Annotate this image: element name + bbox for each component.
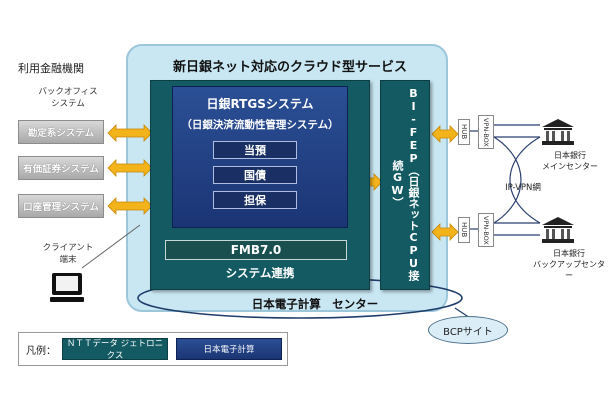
- computer-icon: [50, 273, 84, 302]
- backoffice-label: バックオフィス システム: [38, 87, 98, 109]
- cloud-service-title: 新日銀ネット対応のクラウド型サービス: [172, 59, 407, 75]
- legend-nihon-swatch: 日本電子計算: [176, 338, 282, 360]
- bcp-site-bubble: BCPサイト: [428, 316, 508, 344]
- boj-backup-center-label: 日本銀行 バックアップセンター: [533, 249, 605, 280]
- rtgs-subtitle: （日銀決済流動性管理システム）: [181, 118, 339, 131]
- ip-vpn-label: IP-VPN網: [505, 183, 541, 193]
- legend-ntt-swatch: ＮＴＴデータ ジェトロニクス: [62, 338, 168, 361]
- datacenter-label: 日本電子計算 センター: [251, 297, 379, 311]
- left-arrows: [107, 124, 153, 215]
- boj-main-center-label: 日本銀行 メインセンター: [542, 151, 598, 171]
- hub-bottom: HUB: [458, 217, 470, 243]
- rtgs-title: 日銀RTGSシステム: [206, 96, 314, 111]
- arrow-yuka: [107, 159, 153, 177]
- arrow-bifep-hub-top: [431, 125, 459, 143]
- system-kouza-kanri: 口座管理システム: [18, 194, 104, 218]
- system-link-label: システム連携: [225, 266, 295, 280]
- arrow-bifep-hub-bottom: [431, 223, 459, 241]
- bifep-label: BI-FEP（日銀ネットCPU接続GW）: [391, 87, 420, 281]
- system-yuka-shouken: 有価証券システム: [18, 156, 104, 180]
- client-connector-line: [81, 224, 141, 269]
- hub-top: HUB: [458, 119, 470, 145]
- vpn-box-top: VPN-BOX: [478, 115, 494, 149]
- fmb-box: FMB7.0: [165, 240, 347, 260]
- bank-building-icon: [542, 217, 574, 243]
- rtgs-item-kokusai: 国債: [213, 166, 297, 184]
- arrow-kanjou: [107, 124, 153, 142]
- client-terminal-label: クライアント 端末: [42, 243, 94, 265]
- system-kanjou: 勘定系システム: [18, 120, 104, 144]
- bank-building-icon: [542, 119, 574, 145]
- rtgs-item-tanpo: 担保: [213, 191, 297, 209]
- network-lines: [470, 124, 541, 236]
- institutions-title: 利用金融機関: [18, 62, 84, 75]
- bifep-panel: [380, 80, 430, 290]
- arrow-kouza: [107, 197, 153, 215]
- rtgs-item-touyo: 当預: [213, 141, 297, 159]
- legend-label: 凡例：: [26, 345, 56, 357]
- vpn-box-bottom: VPN-BOX: [478, 213, 494, 247]
